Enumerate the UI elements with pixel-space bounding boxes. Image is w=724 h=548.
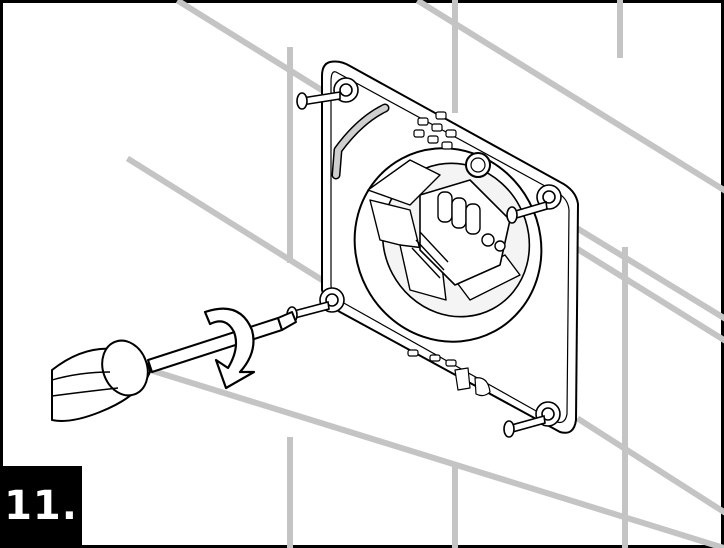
step-number-badge: 11. [2,466,80,546]
screw-icon [503,414,546,438]
screw-icon [296,91,341,110]
screw-icon [506,200,548,224]
wall-tiles [125,0,724,548]
rotation-arrow-icon [203,307,256,390]
fan-backplate [319,60,579,434]
